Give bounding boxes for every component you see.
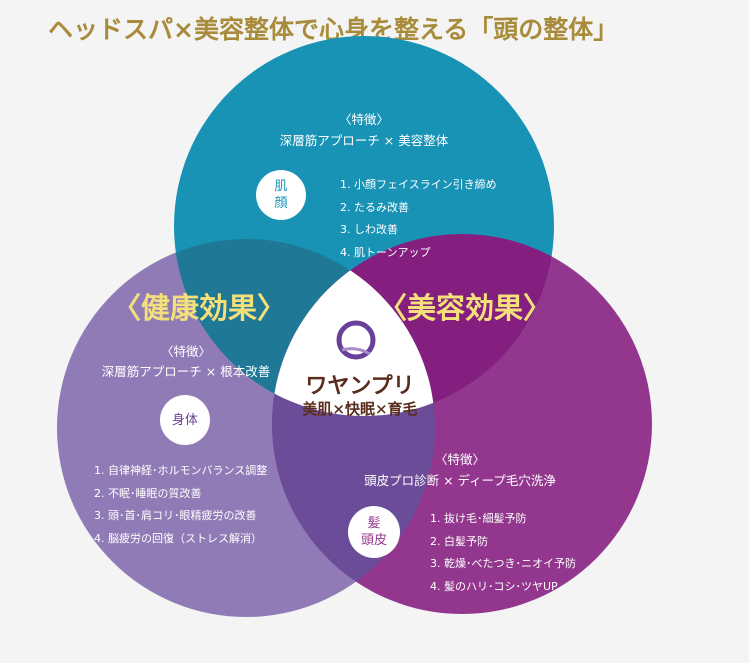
logo-mark-icon	[336, 320, 376, 360]
list-item: 1. 抜け毛･細髪予防	[430, 512, 527, 525]
badge-text: 身体	[171, 412, 198, 428]
right-feature: 頭皮プロ診断 × ディープ毛穴洗浄	[364, 473, 556, 488]
list-item: 2. 不眠･睡眠の質改善	[94, 486, 202, 500]
badge-body: 身体	[160, 395, 210, 445]
beauty-effect-heading: 〈美容効果〉	[378, 291, 553, 325]
top-items: 1. 小顔フェイスライン引き締め 2. たるみ改善 3. しわ改善 4. 肌トー…	[340, 174, 497, 264]
left-items: 1. 自律神経･ホルモンバランス調整 2. 不眠･睡眠の質改善 3. 頭･首･肩…	[94, 460, 267, 550]
list-item: 1. 自律神経･ホルモンバランス調整	[94, 464, 268, 477]
badge-skin-face: 肌 顔	[256, 170, 306, 220]
health-effect-heading: 〈健康効果〉	[112, 291, 287, 325]
badge-text: 顔	[274, 196, 288, 211]
left-feature-label: 〈特徴〉	[160, 344, 211, 359]
list-item: 1. 小顔フェイスライン引き締め	[340, 178, 497, 191]
list-item: 4. 脳疲労の回復（ストレス解消）	[94, 531, 262, 545]
list-item: 4. 肌トーンアップ	[340, 245, 431, 259]
top-feature-label: 〈特徴〉	[338, 112, 389, 127]
logo-name: ワヤンプリ	[305, 373, 415, 399]
list-item: 4. 髪のハリ･コシ･ツヤUP	[430, 579, 558, 593]
badge-text: 肌	[274, 179, 288, 194]
list-item: 2. たるみ改善	[340, 200, 409, 214]
list-item: 2. 白髪予防	[430, 534, 488, 548]
list-item: 3. しわ改善	[340, 223, 398, 236]
logo-tagline: 美肌×快眠×育毛	[302, 400, 418, 418]
badge-text: 髪	[367, 516, 381, 531]
left-feature: 深層筋アプローチ × 根本改善	[101, 364, 271, 379]
top-feature: 深層筋アプローチ × 美容整体	[279, 133, 449, 148]
badge-hair-scalp: 髪 頭皮	[348, 506, 400, 558]
list-item: 3. 頭･首･肩コリ･眼精疲労の改善	[94, 509, 257, 522]
right-items: 1. 抜け毛･細髪予防 2. 白髪予防 3. 乾燥･べたつき･ニオイ予防 4. …	[430, 508, 576, 598]
badge-text: 頭皮	[360, 533, 387, 548]
right-feature-label: 〈特徴〉	[434, 452, 485, 467]
list-item: 3. 乾燥･べたつき･ニオイ予防	[430, 557, 576, 570]
